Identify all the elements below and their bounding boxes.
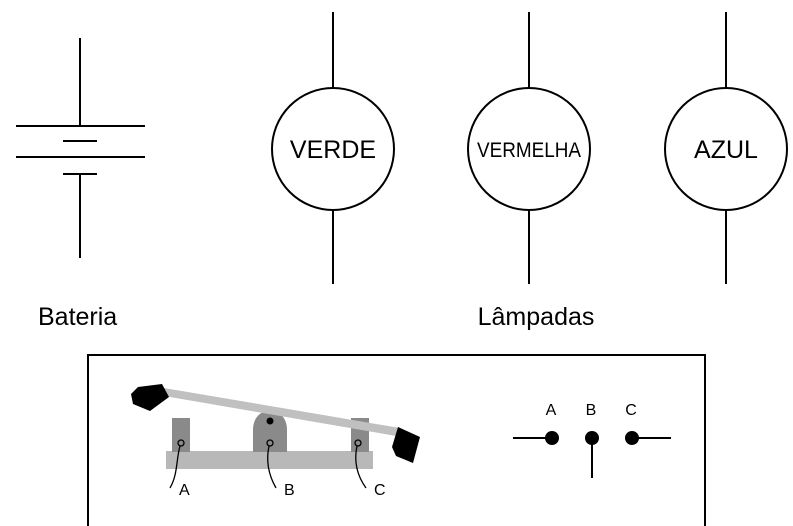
- lamp-verde: VERDE: [271, 12, 395, 284]
- lamp-label: AZUL: [694, 136, 758, 164]
- symbol-label-b: B: [586, 402, 597, 419]
- lever-blade: [158, 387, 402, 437]
- symbol-contact-a: [545, 431, 559, 445]
- switch-base: [166, 451, 373, 469]
- wire-a: [169, 445, 181, 489]
- symbol-contact-c: [625, 431, 639, 445]
- pivot-pin: [266, 417, 274, 425]
- wire-b: [267, 445, 277, 489]
- terminal-screw-a: [177, 439, 185, 447]
- wire-c: [355, 445, 367, 489]
- panel-frame: [87, 354, 706, 526]
- lamp-azul: AZUL: [664, 12, 788, 284]
- symbol-contact-b: [585, 431, 599, 445]
- symbol-label-c: C: [625, 402, 637, 419]
- terminal-label-b: B: [284, 482, 295, 499]
- pivot-mount: [253, 410, 287, 452]
- switch-panel: A B C A B C: [87, 354, 706, 526]
- lamp-vermelha: VERMELHA: [467, 12, 591, 284]
- terminal-label-c: C: [374, 482, 386, 499]
- lamp-label: VERMELHA: [477, 139, 581, 162]
- lever-tip: [392, 427, 420, 463]
- terminal-screw-c: [354, 439, 362, 447]
- battery-symbol: [16, 38, 145, 258]
- symbol-label-a: A: [546, 402, 557, 419]
- lever-handle: [131, 384, 169, 411]
- knife-switch-illustration: A B C: [131, 384, 420, 499]
- terminal-screw-b: [266, 439, 274, 447]
- terminal-post-a: [172, 418, 190, 452]
- switch-schematic-symbol: A B C: [513, 402, 671, 478]
- terminal-label-a: A: [179, 482, 190, 499]
- battery-label: Bateria: [38, 303, 117, 331]
- lamps-group-label: Lâmpadas: [478, 303, 595, 331]
- lamp-label: VERDE: [290, 136, 376, 164]
